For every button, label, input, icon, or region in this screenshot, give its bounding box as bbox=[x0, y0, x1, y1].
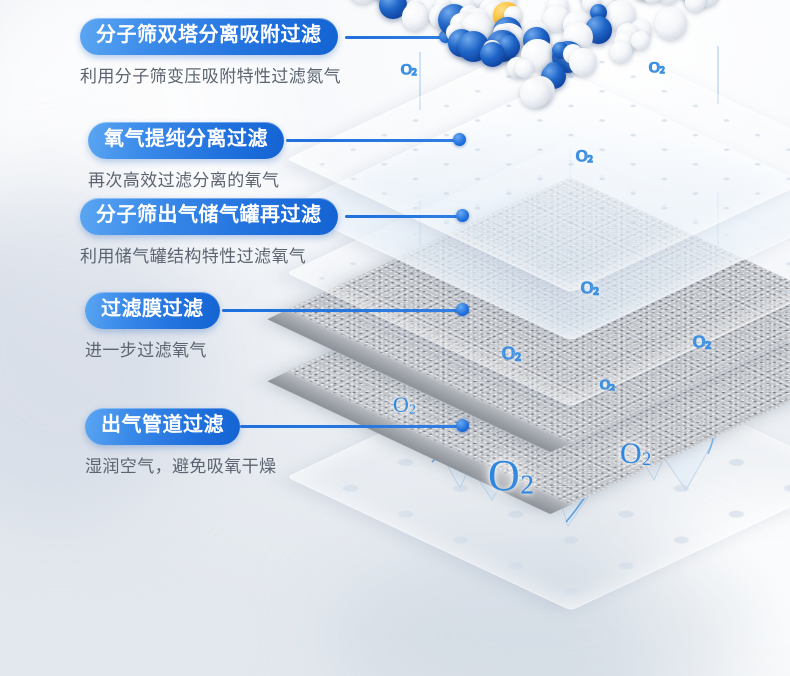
o2-symbol: O bbox=[501, 342, 516, 364]
oxygen-sphere bbox=[347, 0, 379, 5]
o2-symbol: O bbox=[575, 147, 588, 166]
callout-title-outlet-pipe-filter[interactable]: 出气管道过滤 bbox=[85, 408, 240, 445]
leader-dot-outlet-pipe-filter bbox=[456, 419, 469, 432]
o2-symbol: O bbox=[580, 277, 594, 298]
oxygen-sphere bbox=[520, 78, 550, 108]
callout-desc-outlet-pipe-filter: 湿润空气，避免吸氧干燥 bbox=[85, 457, 277, 476]
callout-oxygen-purify-separate[interactable]: 氧气提纯分离过滤再次高效过滤分离的氧气 bbox=[88, 122, 284, 191]
leader-line-outlet-pipe-filter bbox=[240, 425, 462, 428]
callout-desc-filter-membrane: 进一步过滤氧气 bbox=[85, 341, 207, 360]
nitrogen-sphere bbox=[379, 0, 407, 19]
o2-symbol: O bbox=[692, 331, 706, 352]
callout-outlet-pipe-filter[interactable]: 出气管道过滤湿润空气，避免吸氧干燥 bbox=[85, 408, 276, 477]
callout-title-sieve-outlet-tank-refilter[interactable]: 分子筛出气储气罐再过滤 bbox=[80, 198, 338, 235]
o2-symbol: O bbox=[648, 59, 660, 77]
callout-desc-oxygen-purify-separate: 再次高效过滤分离的氧气 bbox=[88, 171, 280, 190]
callout-sieve-outlet-tank-refilter[interactable]: 分子筛出气储气罐再过滤利用储气罐结构特性过滤氧气 bbox=[80, 198, 338, 267]
leader-dot-sieve-outlet-tank-refilter bbox=[456, 209, 469, 222]
leader-line-molecular-sieve-twin-tower bbox=[345, 36, 445, 39]
leader-line-sieve-outlet-tank-refilter bbox=[345, 215, 462, 218]
o2-symbol: O bbox=[599, 377, 611, 394]
leader-line-oxygen-purify-separate bbox=[286, 139, 459, 142]
callout-title-oxygen-purify-separate[interactable]: 氧气提纯分离过滤 bbox=[88, 122, 284, 159]
molecular-sphere-cluster bbox=[300, 0, 790, 120]
o2-subscript: 2 bbox=[593, 285, 600, 298]
oxygen-sphere bbox=[641, 0, 664, 4]
callout-title-molecular-sieve-twin-tower[interactable]: 分子筛双塔分离吸附过滤 bbox=[80, 18, 338, 55]
oxygen-sphere bbox=[569, 48, 597, 76]
o2-subscript: 2 bbox=[409, 401, 416, 417]
o2-symbol: O bbox=[400, 61, 412, 79]
oxygen-sphere bbox=[654, 7, 688, 41]
o2-subscript: 2 bbox=[609, 381, 615, 393]
nitrogen-sphere bbox=[480, 42, 506, 68]
o2-subscript: 2 bbox=[514, 351, 521, 365]
o2-subscript: 2 bbox=[659, 65, 665, 77]
o2-symbol: O bbox=[620, 437, 642, 470]
o2-subscript: 2 bbox=[587, 153, 594, 166]
o2-symbol: O bbox=[488, 451, 520, 500]
layered-filtration-graphic bbox=[286, 0, 790, 611]
o2-subscript: 2 bbox=[520, 469, 534, 500]
o2-subscript: 2 bbox=[411, 67, 417, 79]
oxygen-sphere bbox=[630, 30, 650, 50]
oxygen-sphere bbox=[609, 41, 632, 63]
o2-symbol: O bbox=[393, 392, 409, 417]
callout-title-filter-membrane[interactable]: 过滤膜过滤 bbox=[85, 292, 220, 329]
leader-dot-oxygen-purify-separate bbox=[453, 133, 466, 146]
oxygen-sphere bbox=[684, 0, 706, 13]
callout-desc-sieve-outlet-tank-refilter: 利用储气罐结构特性过滤氧气 bbox=[80, 247, 307, 266]
o2-subscript: 2 bbox=[705, 339, 712, 352]
oxygen-sphere bbox=[401, 3, 430, 31]
callout-list: 分子筛双塔分离吸附过滤利用分子筛变压吸附特性过滤氮气氧气提纯分离过滤再次高效过滤… bbox=[80, 18, 469, 477]
oxygen-sphere bbox=[655, 0, 682, 5]
leader-line-filter-membrane bbox=[222, 309, 462, 312]
callout-filter-membrane[interactable]: 过滤膜过滤进一步过滤氧气 bbox=[85, 292, 220, 361]
oxygen-sphere bbox=[514, 59, 534, 78]
o2-subscript: 2 bbox=[642, 449, 652, 471]
leader-dot-filter-membrane bbox=[456, 303, 469, 316]
callout-desc-molecular-sieve-twin-tower: 利用分子筛变压吸附特性过滤氮气 bbox=[80, 67, 341, 86]
callout-molecular-sieve-twin-tower[interactable]: 分子筛双塔分离吸附过滤利用分子筛变压吸附特性过滤氮气 bbox=[80, 18, 341, 87]
